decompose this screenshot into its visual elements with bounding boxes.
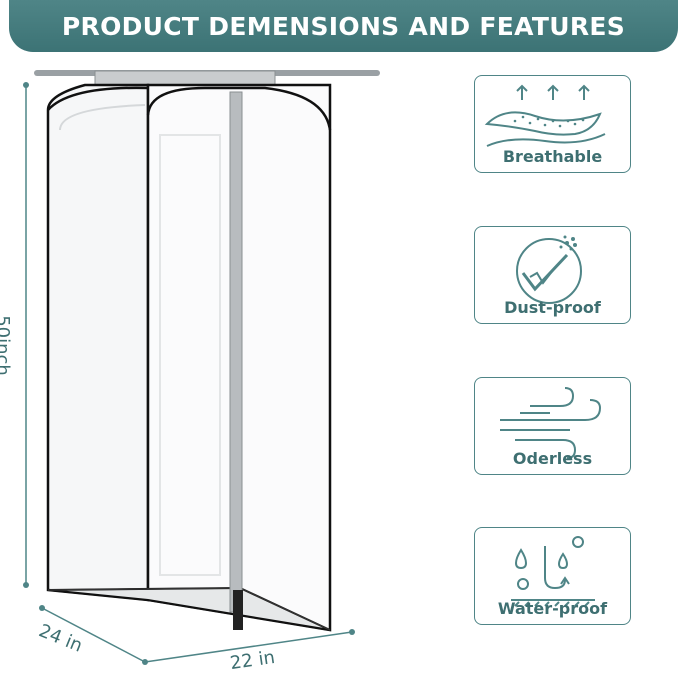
dust-proof-icon: [516, 235, 582, 304]
feature-label-oderless: Oderless: [512, 449, 593, 468]
breathable-fabric-icon: [484, 84, 606, 147]
feature-label-breathable: Breathable: [502, 147, 603, 166]
feature-card-oderless: Oderless: [474, 377, 631, 475]
feature-card-dust-proof: Dust-proof: [474, 226, 631, 324]
header-banner: PRODUCT DEMENSIONS AND FEATURES: [9, 0, 678, 52]
odorless-wind-icon: [500, 387, 602, 459]
height-dimension-label: 50inch: [0, 315, 13, 376]
feature-card-water-proof: Water-proof: [474, 527, 631, 625]
water-proof-icon: [511, 536, 595, 607]
page-title: PRODUCT DEMENSIONS AND FEATURES: [61, 11, 626, 41]
feature-card-breathable: Breathable: [474, 75, 631, 173]
feature-label-dust-proof: Dust-proof: [504, 298, 601, 317]
feature-label-water-proof: Water-proof: [497, 599, 608, 618]
garment-bag-illustration: [23, 70, 380, 665]
